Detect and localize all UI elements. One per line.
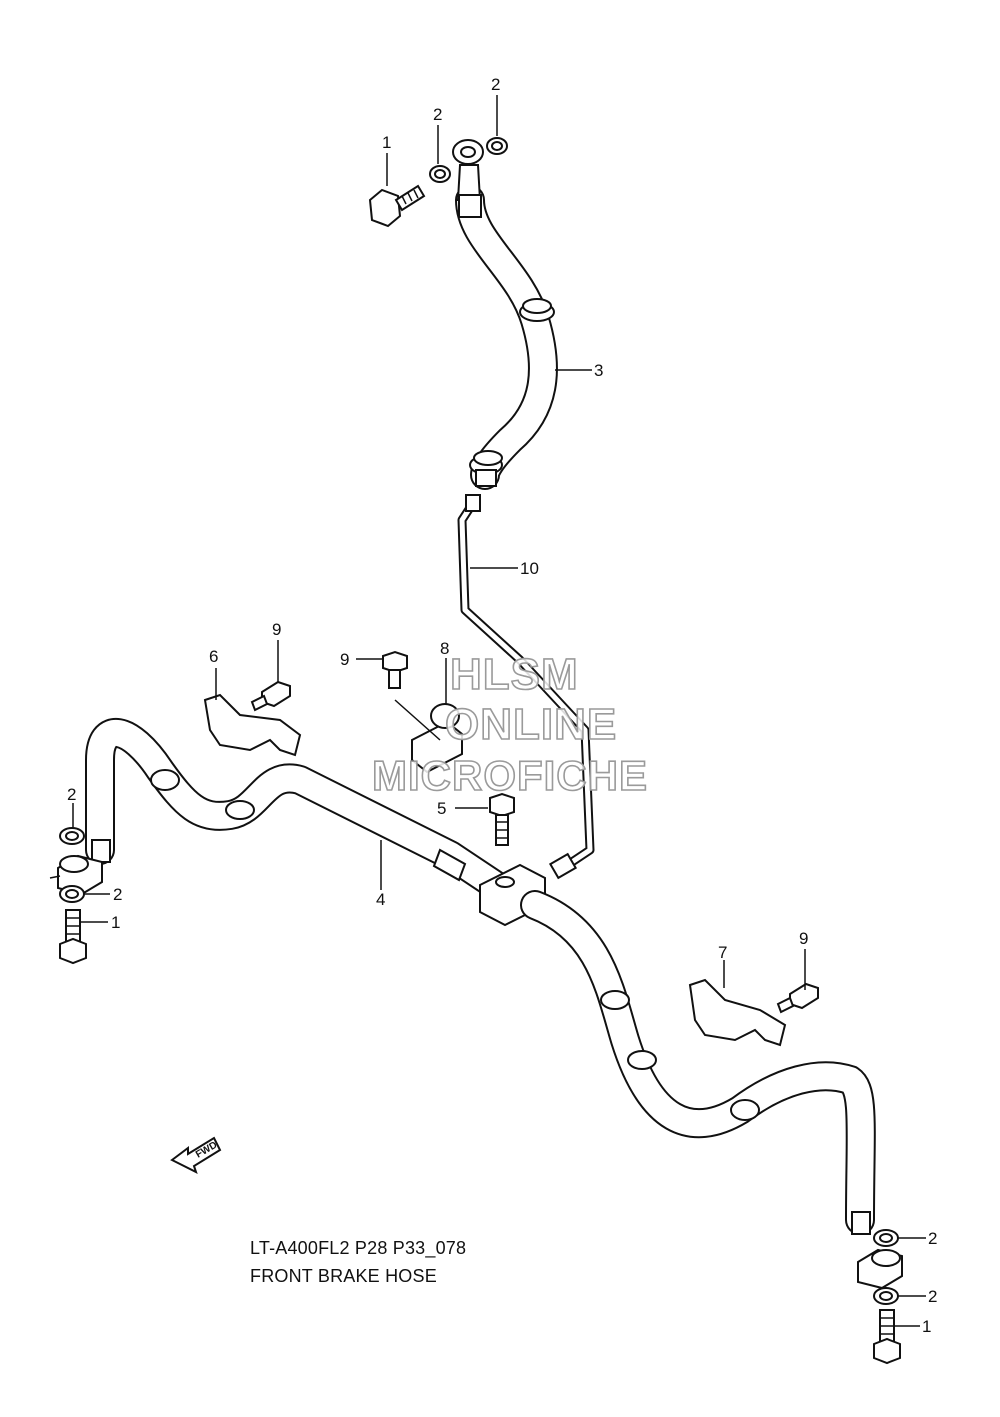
brake-pipe bbox=[457, 494, 595, 880]
callout-7: 7 bbox=[718, 943, 727, 962]
washer-right-upper bbox=[873, 1229, 899, 1247]
washer-top-left bbox=[429, 165, 451, 183]
upper-brake-hose bbox=[452, 139, 558, 490]
banjo-fitting-right bbox=[857, 1248, 903, 1290]
callout-2-right-lower: 2 bbox=[928, 1287, 937, 1306]
banjo-fitting-left bbox=[49, 854, 103, 896]
callout-1-top: 1 bbox=[382, 133, 391, 152]
callout-6: 6 bbox=[209, 647, 218, 666]
washer-right-lower bbox=[873, 1287, 899, 1305]
callout-5: 5 bbox=[437, 799, 446, 818]
callout-2-right-upper: 2 bbox=[928, 1229, 937, 1248]
lower-brake-hose-left bbox=[85, 718, 510, 900]
lower-brake-hose-right bbox=[520, 890, 876, 1235]
callout-9-middle: 9 bbox=[340, 650, 349, 669]
callout-labels: 1 2 2 3 10 9 6 9 8 5 2 2 1 4 7 9 2 2 1 bbox=[67, 75, 937, 1336]
junction-bolt bbox=[489, 792, 515, 846]
callout-9-right: 9 bbox=[799, 929, 808, 948]
diagram-title: FRONT BRAKE HOSE bbox=[250, 1266, 437, 1286]
callout-2-left-lower: 2 bbox=[113, 885, 122, 904]
leader-lines bbox=[72, 95, 926, 1327]
clamp-bolt-middle bbox=[382, 650, 408, 689]
callout-9-left: 9 bbox=[272, 620, 281, 639]
callout-2-top-left: 2 bbox=[433, 105, 442, 124]
callout-8: 8 bbox=[440, 639, 449, 658]
callout-1-left: 1 bbox=[111, 913, 120, 932]
hose-clamp-right bbox=[688, 978, 787, 1047]
callout-4: 4 bbox=[376, 890, 385, 909]
washer-top-right bbox=[486, 137, 508, 155]
watermark-line-3: MICROFICHE bbox=[371, 751, 648, 800]
watermark-line-1: HLSM bbox=[449, 649, 579, 700]
clamp-bolt-right bbox=[776, 982, 819, 1014]
callout-10: 10 bbox=[520, 559, 539, 578]
callout-2-top-right: 2 bbox=[491, 75, 500, 94]
diagram-code: LT-A400FL2 P28 P33_078 bbox=[250, 1238, 467, 1258]
banjo-bolt-left bbox=[59, 909, 87, 965]
hose-clamp-left bbox=[203, 693, 302, 757]
callout-2-left-upper: 2 bbox=[67, 785, 76, 804]
washer-left-upper bbox=[59, 827, 85, 845]
clamp-bolt-left bbox=[250, 680, 291, 712]
forward-direction-arrow: FWD bbox=[170, 1136, 222, 1174]
callout-1-right: 1 bbox=[922, 1317, 931, 1336]
watermark-line-2: ONLINE bbox=[444, 699, 618, 750]
washer-left-lower bbox=[59, 885, 85, 903]
callout-3: 3 bbox=[594, 361, 603, 380]
banjo-bolt-top bbox=[368, 184, 426, 228]
pipe-clamp bbox=[411, 703, 463, 774]
banjo-bolt-right bbox=[873, 1309, 901, 1365]
